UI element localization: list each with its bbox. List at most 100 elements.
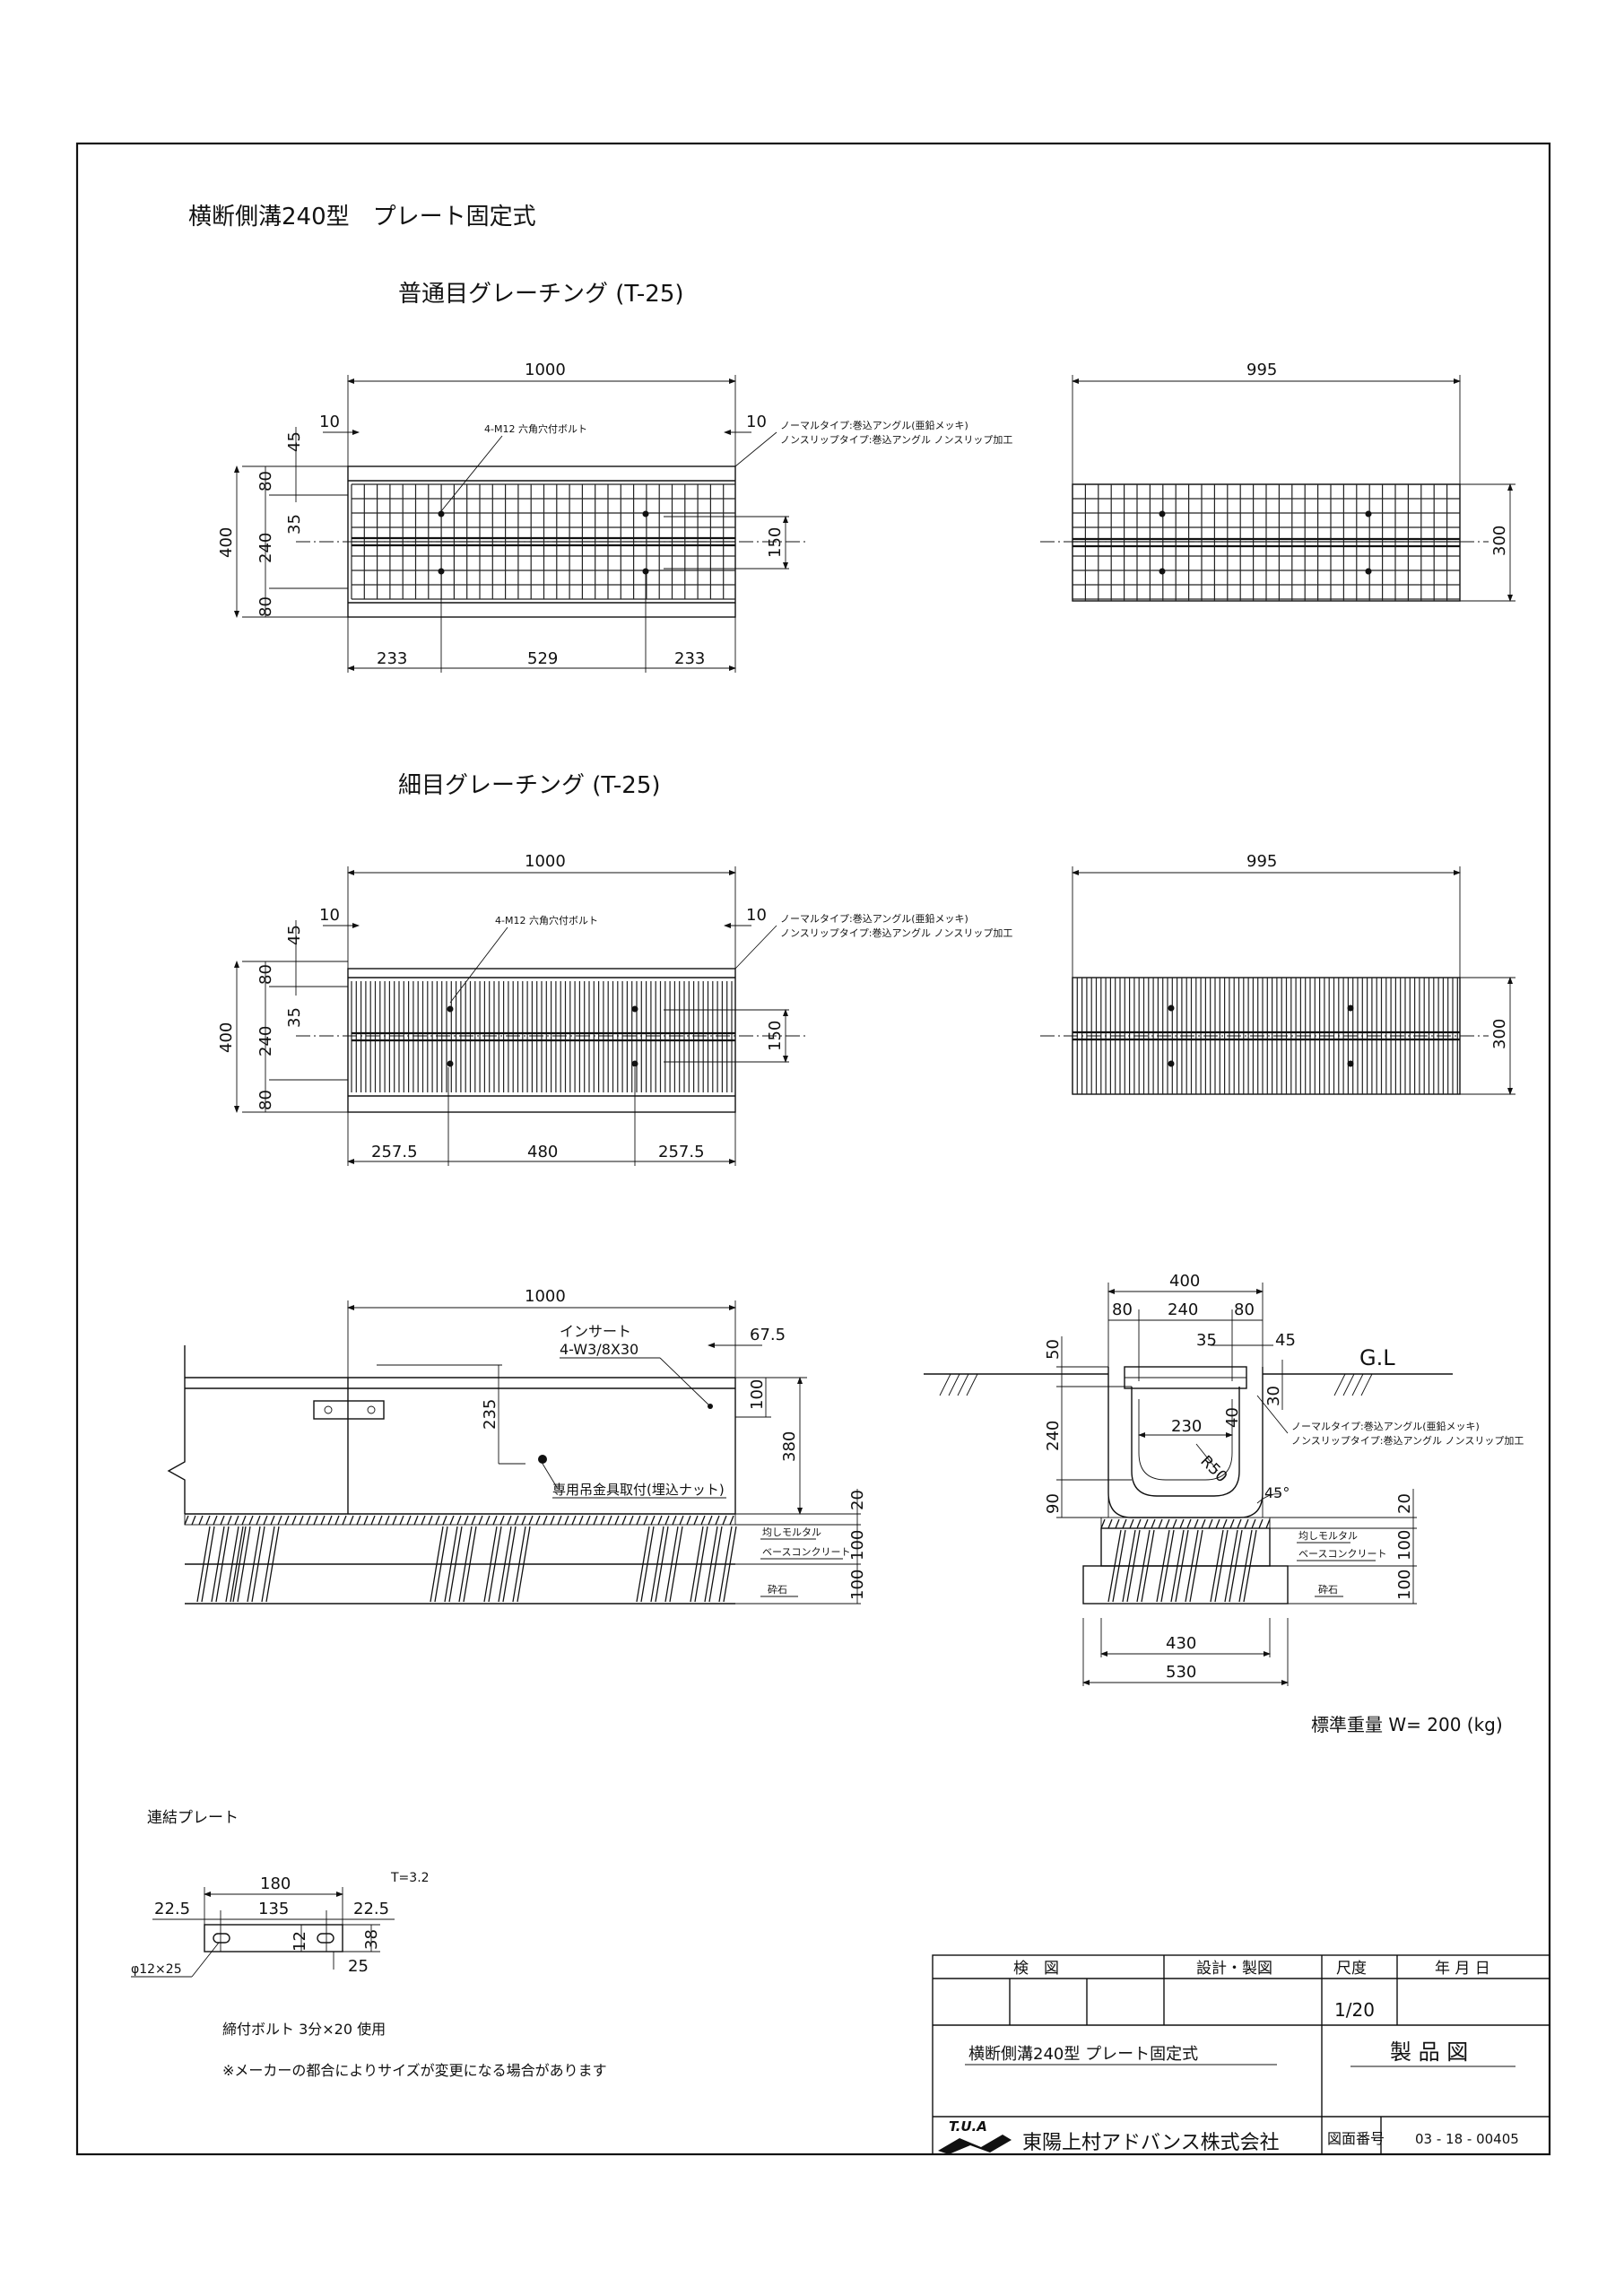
plate-thickness: T=3.2 xyxy=(390,1871,430,1885)
base-label: ベースコンクリート xyxy=(762,1546,850,1558)
dim-225-right: 22.5 xyxy=(353,1900,389,1918)
mortar-label: 均しモルタル xyxy=(1298,1530,1358,1542)
insert-spec: 4-W3/8X30 xyxy=(560,1341,638,1358)
dim-430: 430 xyxy=(1166,1634,1196,1653)
note-nonslip: ノンスリップタイプ:巻込アングル ノンスリップ加工 xyxy=(780,433,1012,446)
dim-35: 35 xyxy=(285,1007,304,1028)
dim-230: 230 xyxy=(1171,1417,1202,1436)
dim-80-bottom: 80 xyxy=(256,1090,275,1110)
dim-529: 529 xyxy=(527,649,558,668)
dim-38: 38 xyxy=(362,1929,381,1950)
fine-grating-section: 細目グレーチング (T-25) 1000 10 10 4-M12 六角穴付ボルト… xyxy=(217,772,1515,1166)
check-label: 検 図 xyxy=(1013,1960,1059,1978)
dim-80-top: 80 xyxy=(256,964,275,985)
fine-grating-topview xyxy=(1072,978,1460,1094)
dim-225-left: 22.5 xyxy=(154,1900,190,1918)
insert-label: インサート xyxy=(560,1323,631,1340)
scale-value: 1/20 xyxy=(1334,1999,1375,2021)
design-label: 設計・製図 xyxy=(1196,1960,1272,1978)
dim-10-right: 10 xyxy=(746,906,767,925)
dim-35: 35 xyxy=(285,514,304,535)
dim-80-right: 80 xyxy=(1234,1300,1255,1319)
drawing-kind: 製 品 図 xyxy=(1390,2039,1468,2065)
dim-400: 400 xyxy=(217,527,236,558)
dim-235: 235 xyxy=(481,1399,499,1430)
dim-100c: 100 xyxy=(848,1570,867,1600)
dim-100: 100 xyxy=(748,1379,767,1410)
normal-grating-section: 普通目グレーチング (T-25) 1000 10 10 4-M12 六角穴付ボル… xyxy=(217,281,1515,673)
dim-50: 50 xyxy=(1044,1339,1063,1360)
side-view: 1000 インサート 4-W3/8X30 67.5 235 専用吊金具取付(埋込… xyxy=(167,1287,867,1605)
date-label: 年 月 日 xyxy=(1435,1960,1490,1978)
bolt-label: 4-M12 六角穴付ボルト xyxy=(495,914,598,926)
fine-grating-heading: 細目グレーチング (T-25) xyxy=(398,772,661,799)
note-nonslip: ノンスリップタイプ:巻込アングル ノンスリップ加工 xyxy=(1291,1434,1524,1447)
dim-240: 240 xyxy=(256,1026,275,1057)
dim-1000: 1000 xyxy=(525,1287,566,1306)
drawing-name: 横断側溝240型 プレート固定式 xyxy=(968,2045,1198,2064)
dim-995: 995 xyxy=(1246,361,1277,379)
dim-80-bottom: 80 xyxy=(256,596,275,617)
plate-heading: 連結プレート xyxy=(147,1809,239,1827)
cross-section: 400 80 240 80 35 45 G.L 50 xyxy=(924,1272,1524,1686)
dim-150: 150 xyxy=(766,527,785,558)
dim-10-left: 10 xyxy=(319,906,340,925)
dim-180: 180 xyxy=(260,1874,291,1893)
dim-40: 40 xyxy=(1223,1407,1242,1428)
dim-530: 530 xyxy=(1166,1663,1196,1682)
dim-135: 135 xyxy=(258,1900,289,1918)
dim-100b: 100 xyxy=(848,1530,867,1561)
section-mortar-hatch xyxy=(1100,1518,1271,1529)
section-base-hatch xyxy=(1107,1529,1257,1603)
gravel-label: 砕石 xyxy=(768,1583,787,1596)
mortar-hatch xyxy=(184,1515,734,1526)
bolt-use: 締付ボルト 3分×20 使用 xyxy=(222,2021,386,2038)
dim-80-top: 80 xyxy=(256,471,275,491)
dim-240: 240 xyxy=(256,533,275,563)
dim-2575-left: 257.5 xyxy=(371,1143,418,1161)
base-hatch xyxy=(196,1526,737,1603)
dim-300: 300 xyxy=(1490,526,1509,556)
fine-grating-mesh xyxy=(351,981,735,1092)
normal-grating-heading: 普通目グレーチング (T-25) xyxy=(398,281,684,308)
size-remark: ※メーカーの都合によりサイズが変更になる場合があります xyxy=(222,2062,607,2079)
dim-12: 12 xyxy=(291,1931,309,1952)
gravel-label: 砕石 xyxy=(1318,1583,1338,1596)
dim-150: 150 xyxy=(766,1021,785,1051)
note-normal: ノーマルタイプ:巻込アングル(亜鉛メッキ) xyxy=(780,419,968,431)
dim-2575-right: 257.5 xyxy=(658,1143,705,1161)
dim-300: 300 xyxy=(1490,1019,1509,1049)
dim-233-left: 233 xyxy=(377,649,407,668)
scale-label: 尺度 xyxy=(1336,1960,1367,1978)
hole-label: φ12×25 xyxy=(131,1962,182,1977)
dim-90: 90 xyxy=(1044,1493,1063,1514)
dim-400: 400 xyxy=(217,1022,236,1053)
r50-label: R50 xyxy=(1196,1452,1230,1486)
note-normal: ノーマルタイプ:巻込アングル(亜鉛メッキ) xyxy=(780,912,968,925)
sheet-border xyxy=(75,142,1551,2156)
normal-grating-topview xyxy=(1072,483,1460,601)
dim-10-left: 10 xyxy=(319,413,340,431)
mortar-label: 均しモルタル xyxy=(762,1526,821,1538)
dim-100a: 100 xyxy=(1395,1530,1414,1561)
dim-240: 240 xyxy=(1168,1300,1198,1319)
angle-label: 45° xyxy=(1264,1484,1290,1501)
company-logo-text: T.U.A xyxy=(949,2118,987,2135)
note-nonslip: ノンスリップタイプ:巻込アングル ノンスリップ加工 xyxy=(780,926,1012,939)
dim-380: 380 xyxy=(780,1431,799,1462)
company-logo-icon xyxy=(938,2135,1012,2154)
dim-45: 45 xyxy=(285,431,304,452)
dim-480: 480 xyxy=(527,1143,558,1161)
dwg-no-value: 03 - 18 - 00405 xyxy=(1415,2131,1519,2147)
dim-240v: 240 xyxy=(1044,1421,1063,1451)
dim-100b: 100 xyxy=(1395,1570,1414,1600)
dim-995: 995 xyxy=(1246,852,1277,871)
dim-30: 30 xyxy=(1264,1386,1283,1406)
standard-weight: 標準重量 W= 200 (kg) xyxy=(1311,1714,1503,1735)
dim-10-right: 10 xyxy=(746,413,767,431)
dim-80-left: 80 xyxy=(1112,1300,1133,1319)
dim-20: 20 xyxy=(848,1490,867,1510)
dim-400: 400 xyxy=(1169,1272,1200,1291)
title-block: 検 図 設計・製図 尺度 年 月 日 1/20 横断側溝240型 プレート固定式… xyxy=(932,1954,1550,2155)
dim-1000: 1000 xyxy=(525,852,566,871)
